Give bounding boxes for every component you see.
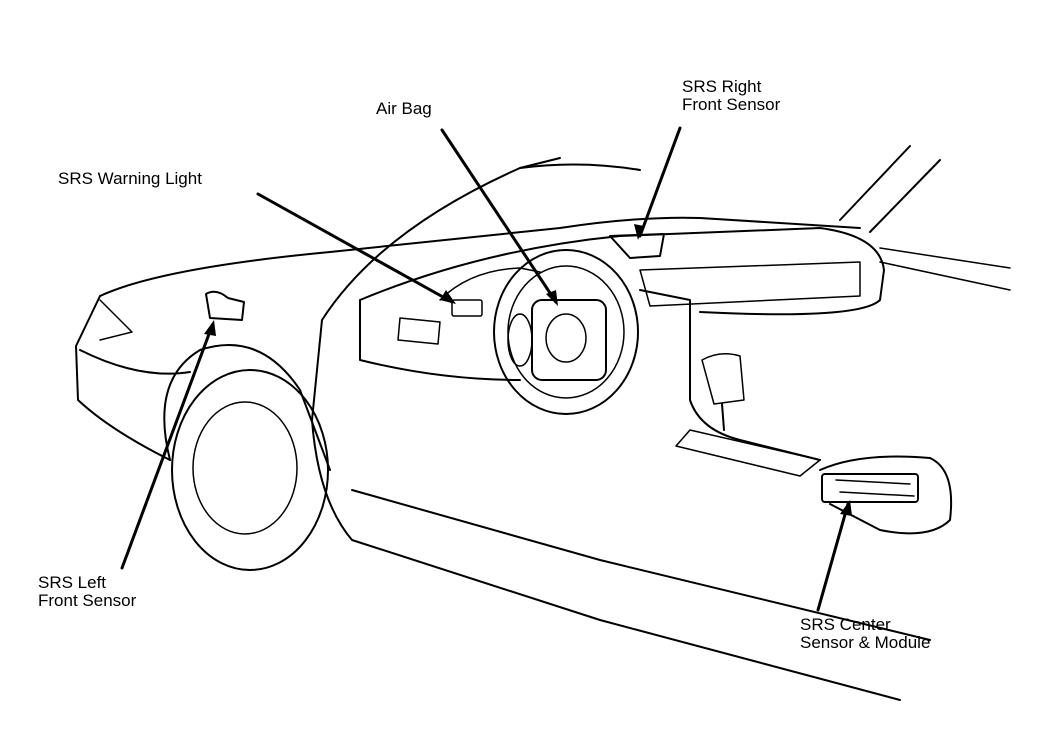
windshield-frame — [519, 163, 641, 171]
front-wheel-rim — [192, 401, 298, 535]
label-air-bag: Air Bag — [376, 99, 432, 118]
arrowhead-air-bag — [546, 290, 558, 306]
module-top-detail — [835, 479, 915, 497]
label-srs-right-front-sensor: SRS Right Front Sensor — [682, 77, 781, 114]
shift-boot — [701, 353, 745, 405]
glovebox — [639, 261, 861, 307]
dashboard-lower — [359, 299, 521, 381]
body-side-line — [79, 349, 191, 375]
steering-wheel-rim — [493, 249, 639, 415]
steering-column-boss — [507, 313, 533, 367]
wheel-arch — [163, 344, 331, 471]
arrowhead-left-sensor — [204, 320, 216, 336]
front-fender — [75, 295, 171, 461]
instrument-hood — [439, 267, 541, 301]
leader-center-module — [816, 502, 850, 612]
headlight — [99, 299, 133, 341]
hood-outline — [99, 216, 861, 297]
leader-warning-light — [256, 192, 454, 304]
roof-line — [839, 145, 941, 233]
door-sill — [351, 489, 931, 641]
arrowhead-right-sensor — [634, 224, 644, 240]
a-pillar — [321, 157, 561, 321]
roof-edge — [879, 247, 1011, 291]
leader-air-bag — [440, 128, 558, 304]
left-sensor-body — [205, 290, 245, 321]
console-tray — [675, 429, 821, 477]
vent-left — [397, 317, 441, 345]
arrowhead-center-module — [840, 500, 852, 516]
label-srs-left-front-sensor: SRS Left Front Sensor — [38, 573, 137, 610]
srs-center-module-box — [821, 473, 919, 503]
dashboard-top — [359, 227, 885, 316]
door-opening-front — [311, 319, 901, 701]
air-bag-pad — [531, 299, 607, 381]
armrest — [819, 455, 953, 535]
shift-lever — [721, 403, 725, 431]
leader-right-sensor — [638, 126, 682, 238]
leader-left-sensor — [120, 324, 214, 570]
front-tire — [171, 369, 329, 571]
label-srs-center-sensor-module: SRS Center Sensor & Module — [800, 615, 931, 652]
horn-emblem — [545, 313, 587, 363]
center-console — [639, 289, 821, 461]
warning-light-panel — [451, 299, 483, 317]
arrowhead-warning-light — [440, 290, 456, 304]
right-sensor-body — [609, 233, 665, 259]
label-srs-warning-light: SRS Warning Light — [58, 169, 202, 188]
